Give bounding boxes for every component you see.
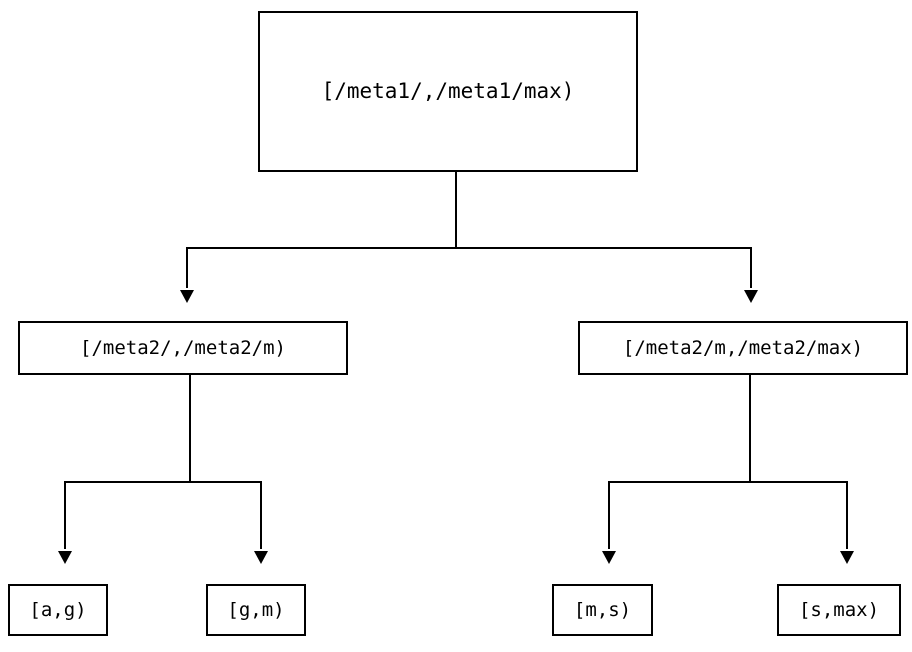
arrowhead-icon-mid-right-to-leaf-3 xyxy=(840,551,854,564)
edge-mid-left-to-leaf-1 xyxy=(260,481,262,549)
edge-mid-right-stem xyxy=(749,375,751,483)
node-root-label: [/meta1/,/meta1/max) xyxy=(321,79,575,103)
node-mid-left-label: [/meta2/,/meta2/m) xyxy=(80,336,286,359)
node-leaf-0[interactable]: [a,g) xyxy=(8,584,108,636)
node-mid-right[interactable]: [/meta2/m,/meta2/max) xyxy=(578,321,908,375)
arrowhead-icon-root-to-mid-right xyxy=(744,290,758,303)
arrowhead-icon-mid-left-to-leaf-0 xyxy=(58,551,72,564)
arrowhead-icon-root-to-mid-left xyxy=(180,290,194,303)
node-mid-right-label: [/meta2/m,/meta2/max) xyxy=(622,336,864,359)
node-leaf-3-label: [s,max) xyxy=(798,598,880,621)
edge-root-bar xyxy=(186,247,752,249)
edge-root-stem xyxy=(455,172,457,249)
edge-mid-right-bar xyxy=(608,481,848,483)
node-leaf-3[interactable]: [s,max) xyxy=(777,584,901,636)
edge-root-to-mid-right xyxy=(750,247,752,288)
edge-mid-left-bar xyxy=(64,481,262,483)
edge-mid-right-to-leaf-3 xyxy=(846,481,848,549)
arrowhead-icon-mid-right-to-leaf-2 xyxy=(602,551,616,564)
node-leaf-2-label: [m,s) xyxy=(573,598,632,621)
edge-root-to-mid-left xyxy=(186,247,188,288)
edge-mid-left-to-leaf-0 xyxy=(64,481,66,549)
edge-mid-left-stem xyxy=(189,375,191,483)
arrowhead-icon-mid-left-to-leaf-1 xyxy=(254,551,268,564)
node-leaf-1[interactable]: [g,m) xyxy=(206,584,306,636)
node-leaf-1-label: [g,m) xyxy=(227,598,285,621)
node-root[interactable]: [/meta1/,/meta1/max) xyxy=(258,11,638,172)
node-mid-left[interactable]: [/meta2/,/meta2/m) xyxy=(18,321,348,375)
node-leaf-0-label: [a,g) xyxy=(29,598,87,621)
node-leaf-2[interactable]: [m,s) xyxy=(552,584,653,636)
edge-mid-right-to-leaf-2 xyxy=(608,481,610,549)
